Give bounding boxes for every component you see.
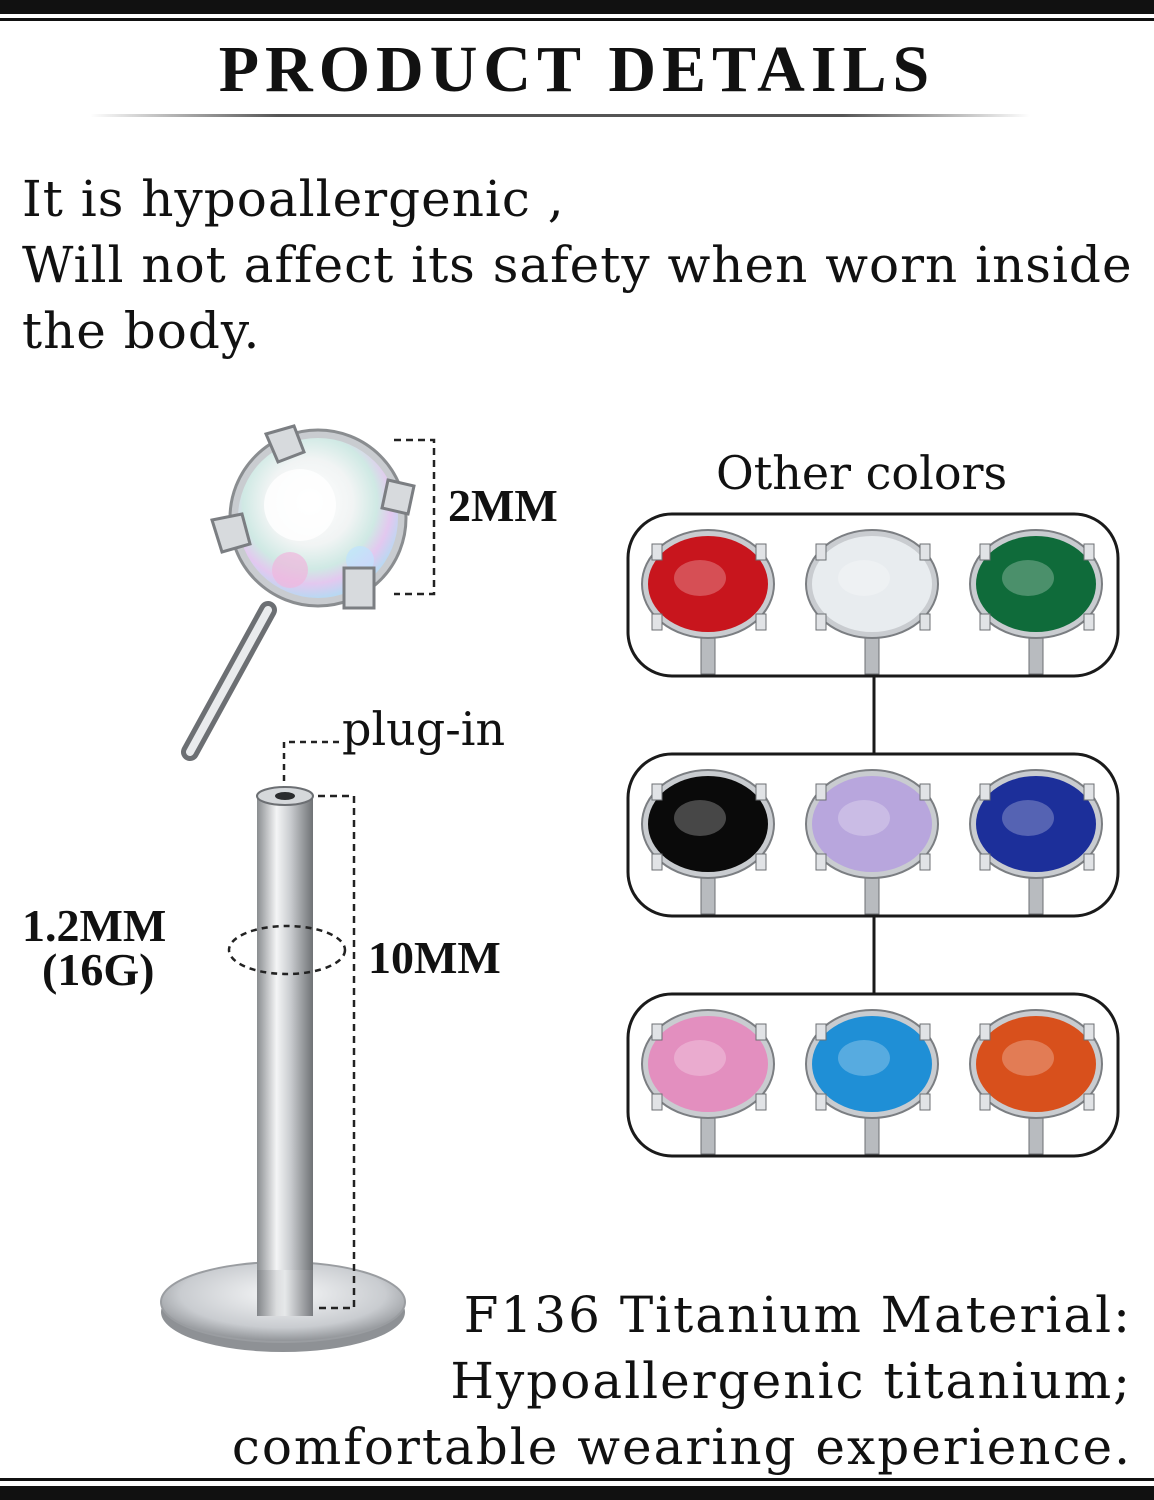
gem-swatch-blue [969,769,1103,915]
intro-line-2: Will not affect its safety when worn ins… [22,236,1133,294]
other-colors-title: Other colors [716,446,1008,500]
post-length-bracket [318,794,356,1310]
material-line-1: F136 Titanium Material: [463,1286,1132,1344]
gem-swatch-black [641,769,775,915]
post-length-label: 10MM [368,932,501,983]
gem-swatch-aqua [805,1009,939,1155]
gem-swatch-clear [805,529,939,675]
page-title: PRODUCT DETAILS [218,33,936,106]
gem-swatch-orange [969,1009,1103,1155]
gem-swatch-red [641,529,775,675]
plug-in-label: plug-in [342,702,506,756]
gem-swatch-pink [641,1009,775,1155]
intro-line-1: It is hypoallergenic , [22,170,565,228]
opal-stone-top [181,424,416,761]
plug-in-leader [282,740,344,792]
bottom-border [0,1486,1154,1500]
stone-size-label: 2MM [448,480,558,531]
gauge-label-line-1: 1.2MM [22,900,167,951]
material-line-2: Hypoallergenic titanium; [450,1352,1132,1410]
intro-line-3: the body. [22,302,261,360]
gauge-label-line-2: (16G) [42,944,155,995]
color-swatches [641,529,1103,1155]
gauge-marker [227,924,347,976]
gem-swatch-lavender [805,769,939,915]
top-border-thin [0,18,1154,21]
gem-swatch-green [969,529,1103,675]
labret-post [160,786,406,1352]
title-underline [90,114,1030,117]
top-border [0,0,1154,14]
bottom-border-thin [0,1478,1154,1481]
material-line-3: comfortable wearing experience. [231,1418,1132,1476]
